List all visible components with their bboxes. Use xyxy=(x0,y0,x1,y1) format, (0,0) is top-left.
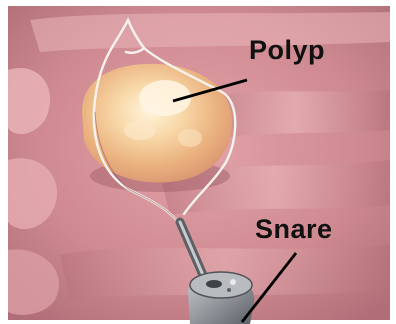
polyp-highlight-small xyxy=(124,120,156,140)
endoscope-tip xyxy=(188,272,254,324)
polyp-label: Polyp xyxy=(249,37,325,64)
snare-label: Snare xyxy=(255,216,333,243)
polyp-highlight-small xyxy=(178,129,202,147)
